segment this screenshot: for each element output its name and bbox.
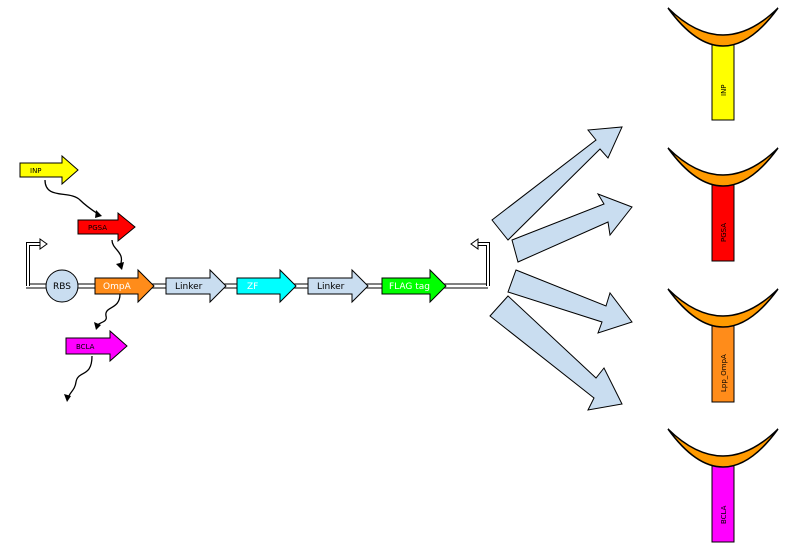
- connector-curve-2: [111, 239, 123, 267]
- connector-arrowhead-3: [94, 322, 101, 330]
- display-inp-label: INP: [720, 84, 728, 96]
- anchor-bcla-arrow: BCLA: [65, 329, 128, 363]
- part-flag-tag-label: FLAG tag: [389, 282, 430, 292]
- output-arrow-4: [489, 295, 623, 411]
- output-arrow-3: [507, 269, 633, 334]
- promoter-left-icon: [26, 238, 48, 286]
- anchor-inp-arrow: INP: [19, 154, 79, 186]
- display-lpp-ompa-label: Lpp_OmpA: [720, 354, 728, 392]
- output-arrow-2: [511, 193, 633, 263]
- anchor-pgsa-label: PGSA: [88, 224, 107, 232]
- display-lpp-ompa: Lpp_OmpA: [667, 288, 779, 403]
- output-arrow-1: [491, 126, 623, 241]
- part-linker-1: Linker: [165, 268, 227, 304]
- rbs-label: RBS: [53, 282, 71, 292]
- connector-arrowhead-1: [95, 210, 102, 218]
- anchor-pgsa-arrow: PGSA: [77, 211, 136, 243]
- connector-curve-3: [95, 293, 121, 327]
- part-ompa-label: OmpA: [103, 282, 132, 292]
- part-flag-tag: FLAG tag: [381, 268, 447, 304]
- part-linker-1-label: Linker: [175, 282, 203, 292]
- anchor-inp-label: INP: [30, 167, 42, 175]
- connector-arrowhead-2: [116, 262, 124, 270]
- part-linker-2-label: Linker: [317, 282, 345, 292]
- display-pgsa-label: PGSA: [720, 223, 728, 242]
- connector-curve-1: [44, 179, 99, 215]
- connector-arrowhead-4: [64, 394, 71, 402]
- part-ompa: OmpA: [94, 268, 155, 304]
- rbs-circle: RBS: [45, 269, 79, 303]
- terminator-right-icon: [470, 238, 490, 286]
- display-inp: INP: [667, 7, 779, 121]
- part-zf-label: ZF: [247, 282, 258, 292]
- display-pgsa: PGSA: [667, 147, 779, 262]
- anchor-bcla-label: BCLA: [76, 343, 95, 351]
- display-bcla-label: BCLA: [720, 505, 728, 524]
- display-bcla: BCLA: [667, 428, 779, 543]
- part-zf: ZF: [236, 268, 297, 304]
- connector-curve-4: [67, 355, 93, 399]
- part-linker-2: Linker: [307, 268, 369, 304]
